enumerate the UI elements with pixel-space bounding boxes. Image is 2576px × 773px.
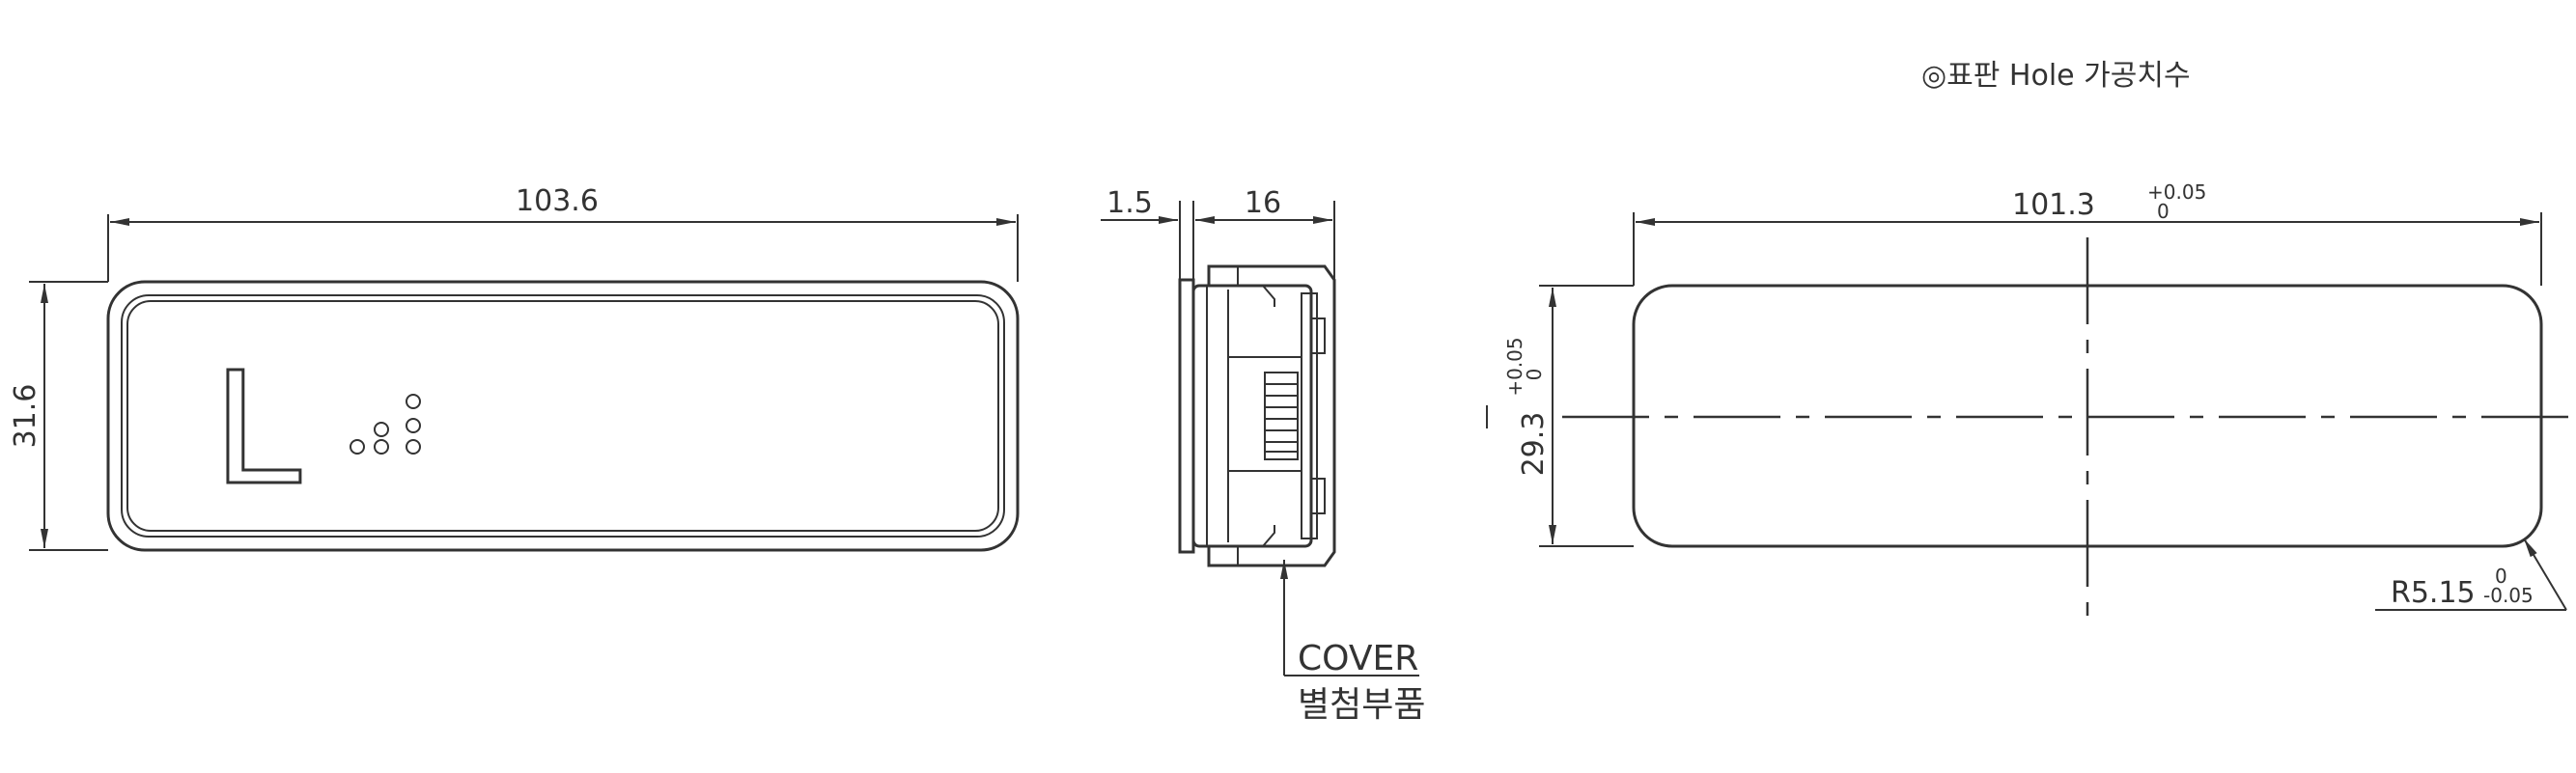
hole-view: ◎표판 Hole 가공치수 101.3 +0.05 0 29.3 +0.05 0…: [1486, 59, 2568, 625]
side-connector: [1264, 372, 1299, 460]
hole-height-tol-lower: 0: [1523, 369, 1546, 381]
front-outer-bezel: [106, 280, 1020, 552]
hole-title: ◎표판 Hole 가공치수: [1921, 59, 2191, 93]
side-view: 1.5 16 COVER 별첨부품: [1101, 186, 1425, 725]
braille-dot: [406, 394, 421, 409]
cover-label: COVER: [1298, 639, 1418, 678]
braille-dots: [350, 394, 421, 455]
hole-width-tol-lower: 0: [2157, 200, 2170, 223]
front-width-label: 103.6: [516, 184, 599, 218]
radius-label: R5.15: [2391, 576, 2476, 610]
braille-dot: [374, 439, 389, 455]
braille-dot: [406, 439, 421, 455]
connector-pins: [1265, 383, 1298, 453]
braille-dot: [406, 418, 421, 433]
side-body: [1191, 284, 1313, 548]
hole-height-tol-upper: +0.05: [1503, 337, 1526, 396]
side-flange: [1178, 278, 1195, 554]
hole-width-tol-upper: +0.05: [2147, 180, 2206, 204]
front-height-label: 31.6: [9, 384, 42, 449]
cover-sublabel: 별첨부품: [1298, 685, 1425, 725]
front-view: L 103.6 31.6: [9, 184, 1020, 552]
radius-tol-upper: 0: [2495, 565, 2507, 588]
side-dim-right-label: 16: [1245, 186, 1281, 220]
braille-dot: [350, 439, 365, 455]
front-inner-panel: [121, 294, 1005, 538]
radius-leader: [2523, 538, 2567, 611]
hole-height-label: 29.3: [1517, 412, 1551, 477]
braille-dot: [374, 422, 389, 437]
radius-tol-lower: -0.05: [2483, 584, 2534, 607]
front-inner-panel-edge: [126, 300, 999, 532]
letter-L: L: [214, 335, 306, 518]
hole-width-label: 101.3: [2012, 188, 2095, 222]
side-dim-left-label: 1.5: [1106, 186, 1153, 220]
